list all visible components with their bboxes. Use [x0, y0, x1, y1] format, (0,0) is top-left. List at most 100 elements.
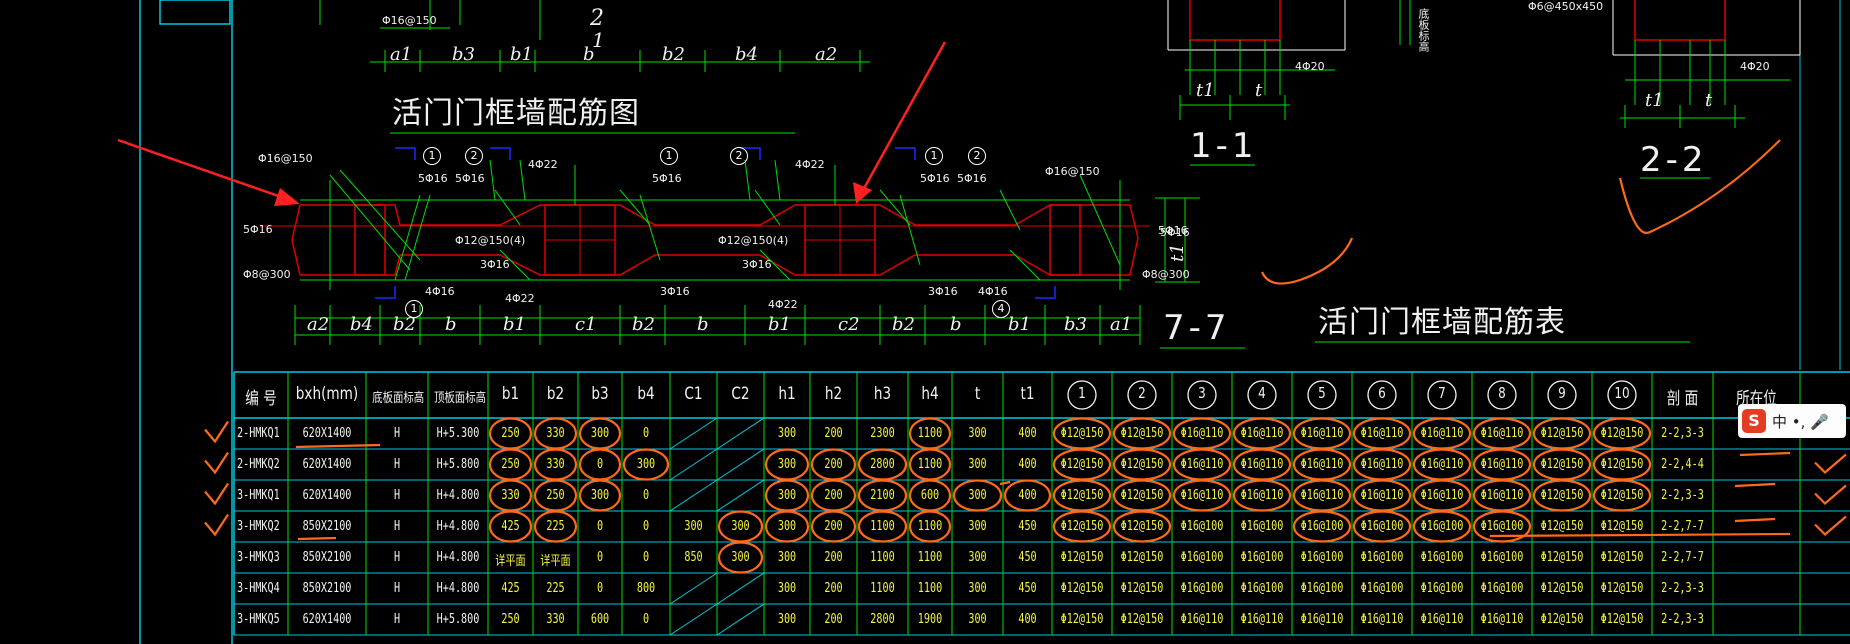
table-cell: 300 [590, 488, 610, 503]
markup-ellipse [857, 510, 908, 543]
markup-stroke [1739, 451, 1791, 457]
top-dimension-line [319, 0, 870, 72]
table-header: t [974, 384, 981, 404]
drawing-frame [139, 0, 1841, 644]
table-cell: Φ16@110 [1360, 488, 1404, 503]
top-dim-label: a1 [390, 44, 413, 65]
plan-rebar-label: 5Φ16 [1160, 226, 1190, 239]
table-cell: 详平面 [495, 554, 526, 569]
sogou-logo-icon[interactable]: S [1742, 409, 1766, 433]
top-dim-label: b2 [662, 44, 685, 65]
plan-rebar-label: 4Φ22 [505, 292, 535, 305]
table-header-circled: 5 [1318, 384, 1326, 402]
table-cell: 850X2100 [302, 519, 352, 534]
table-header: C2 [731, 384, 750, 404]
table-cell: 1100 [917, 457, 943, 472]
table-cell: Φ16@110 [1180, 426, 1224, 441]
table-cell: 200 [824, 457, 843, 472]
table-cell: 800 [636, 581, 656, 596]
table-cell: 200 [824, 612, 843, 627]
table-cell: Φ12@150 [1540, 457, 1584, 472]
bottom-dim-label: b1 [503, 314, 526, 335]
header-number-circle [1247, 380, 1277, 410]
markup-ellipse [717, 541, 764, 574]
table-header: h1 [778, 384, 796, 404]
table-cell: 0 [642, 550, 650, 565]
table-cell: Φ16@100 [1420, 581, 1464, 596]
table-cell: 300 [968, 612, 987, 627]
ime-status-text[interactable]: 中 •, 🎤 [1772, 412, 1829, 431]
table-cell: 0 [596, 581, 604, 596]
table-cell: 0 [642, 488, 650, 503]
table-cell: 250 [546, 488, 565, 503]
top-dim-label: b [583, 44, 595, 65]
plan-rebar-label: 4Φ22 [768, 298, 798, 311]
table-cell: 0 [642, 519, 650, 534]
table-cell: 2800 [870, 612, 895, 627]
table-header-circled: 6 [1378, 384, 1386, 402]
markup-stroke [204, 451, 229, 475]
empty-cell-diagonal [716, 448, 765, 481]
table-cell: Φ16@110 [1360, 457, 1404, 472]
table-cell: H+5.800 [436, 457, 480, 472]
table-header: b2 [546, 384, 565, 404]
table-cell: Φ12@150 [1120, 519, 1164, 534]
table-cell: 330 [546, 612, 565, 627]
table-cell: Φ16@100 [1300, 581, 1344, 596]
table-cell: 300 [968, 426, 987, 441]
table-cell: H+4.800 [436, 519, 480, 534]
table-cell: 200 [824, 488, 843, 503]
sec2-rebar-label: 4Φ20 [1740, 60, 1770, 73]
markup-ellipse [1472, 510, 1532, 543]
table-cell: H [393, 550, 401, 565]
table-cell: 300 [968, 550, 987, 565]
table-cell: Φ16@100 [1180, 581, 1224, 596]
sec2-top-label: Φ6@450x450 [1528, 0, 1604, 13]
table-cell: Φ12@150 [1060, 457, 1104, 472]
table-cell: Φ16@110 [1360, 426, 1404, 441]
markup-stroke [1618, 139, 1781, 234]
callout-circle: 1 [405, 300, 423, 318]
markup-ellipse [1352, 510, 1412, 543]
header-number-circle [1187, 380, 1217, 410]
table-cell: Φ12@150 [1120, 612, 1164, 627]
table-cell: 425 [501, 519, 520, 534]
markup-ellipse [1412, 510, 1472, 543]
table-header: C1 [684, 384, 703, 404]
bottom-dim-label: b1 [1008, 314, 1031, 335]
table-cell: Φ16@110 [1180, 488, 1224, 503]
sec2-dim-t1: t1 [1645, 90, 1664, 111]
plan-rebar-label: Φ12@150(4) [718, 234, 789, 247]
table-title: 活门门框墙配筋表 [1318, 305, 1566, 340]
markup-ellipse [952, 479, 1003, 512]
section-1-1-view [1167, 0, 1346, 166]
callout-circle: 1 [423, 147, 441, 165]
table-cell: Φ12@150 [1060, 519, 1104, 534]
table-cell: Φ16@110 [1240, 612, 1284, 627]
ime-toolbar[interactable]: S 中 •, 🎤 [1738, 404, 1846, 438]
table-cell: Φ12@150 [1540, 612, 1584, 627]
table-cell: H+4.800 [436, 550, 480, 565]
table-cell: 2-2,4-4 [1661, 457, 1704, 472]
table-cell: 300 [731, 550, 750, 565]
header-number-circle [1427, 380, 1457, 410]
table-cell: 300 [777, 426, 797, 441]
table-header-circled: 1 [1078, 384, 1086, 402]
table-header: b4 [637, 384, 655, 404]
table-cell: Φ16@110 [1480, 457, 1524, 472]
table-cell: Φ12@150 [1060, 426, 1104, 441]
table-cell: 300 [590, 426, 610, 441]
table-cell: H [393, 612, 401, 627]
markup-ellipse [1592, 479, 1652, 512]
table-header: 顶板面标高 [434, 391, 487, 406]
bottom-dim-label: b [445, 314, 457, 335]
empty-cell-diagonal [669, 603, 718, 636]
markup-ellipse [810, 510, 857, 543]
markup-stroke [297, 536, 337, 541]
plan-rebar-label: 4Φ16 [425, 285, 455, 298]
empty-cell-diagonal [716, 417, 765, 450]
bottom-dim-label: c2 [838, 314, 860, 335]
table-cell: Φ12@150 [1120, 426, 1164, 441]
table-cell: Φ16@100 [1360, 519, 1404, 534]
